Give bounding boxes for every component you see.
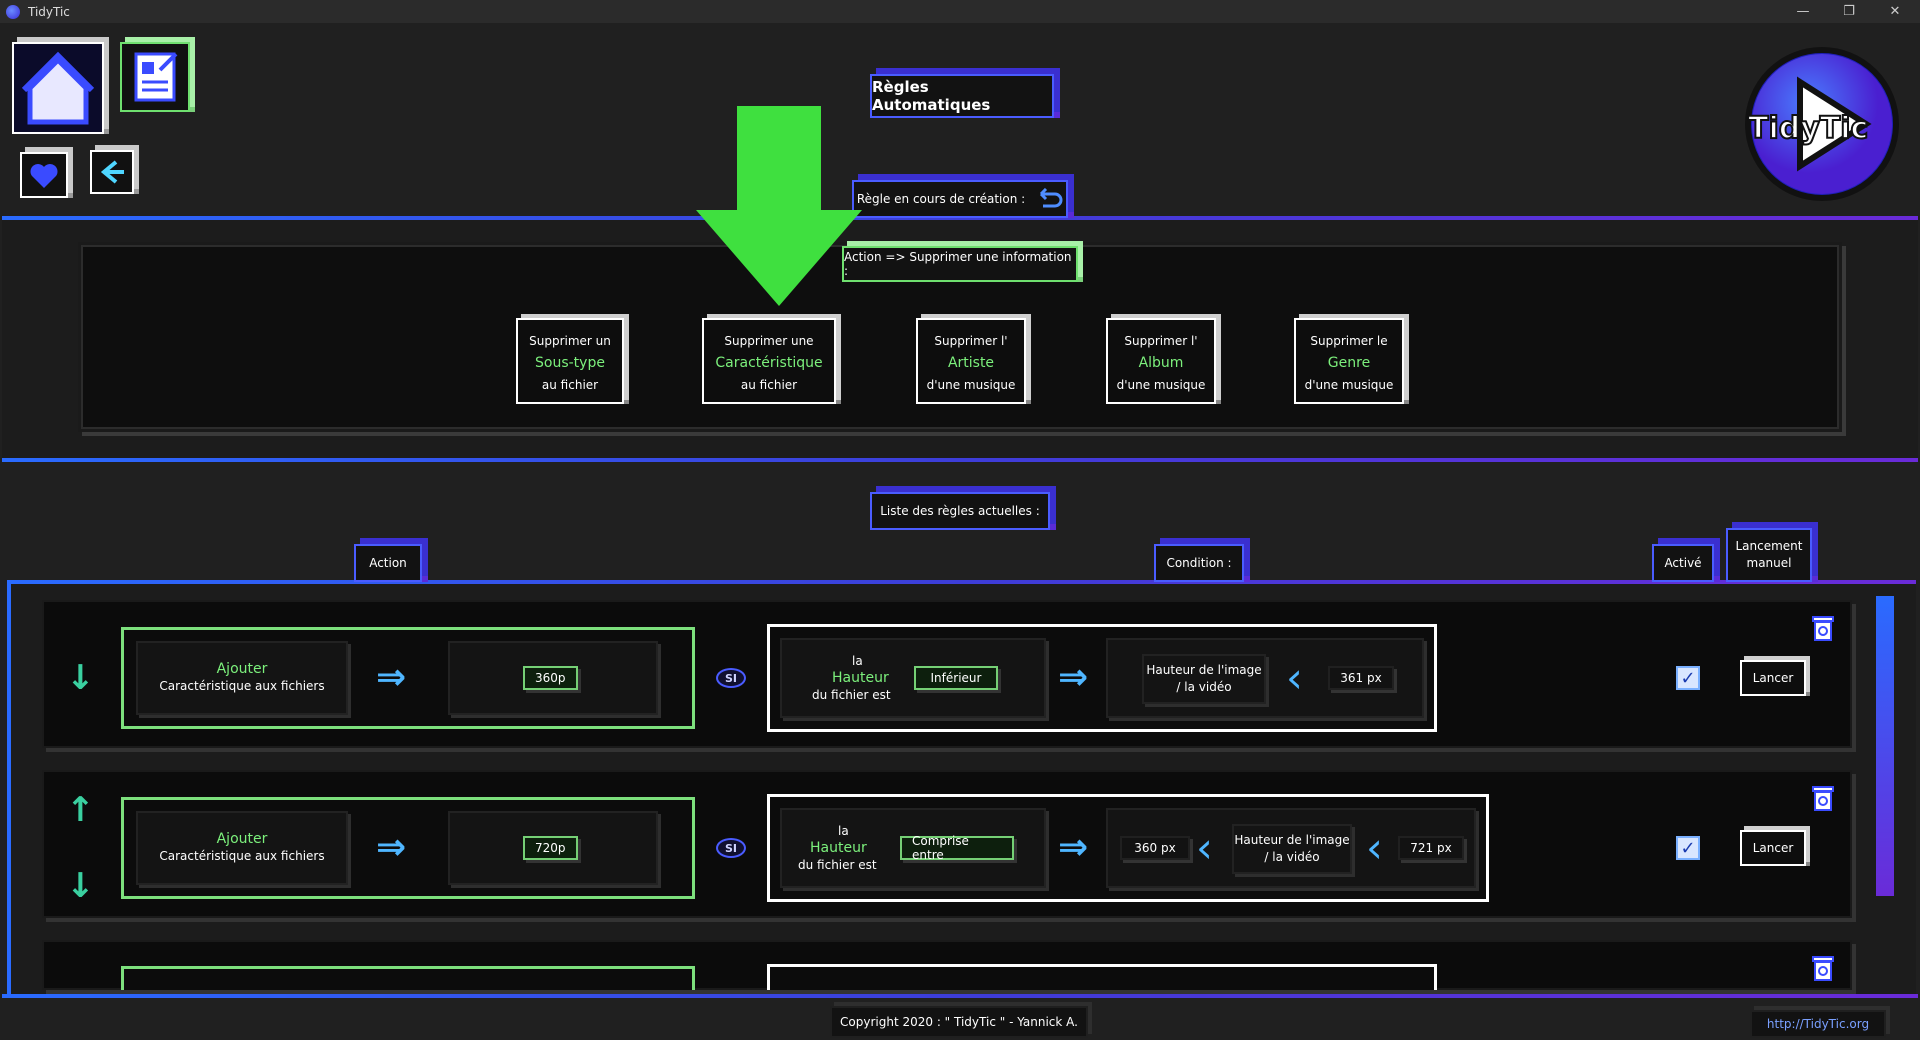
trash-icon[interactable] [1812, 784, 1834, 812]
choice-line3: d'une musique [1304, 378, 1394, 392]
choice-line3: d'une musique [1116, 378, 1206, 392]
column-active-header: Activé [1652, 544, 1714, 582]
condition-box [767, 964, 1437, 990]
choice-highlight: Album [1138, 355, 1184, 371]
target-label: Hauteur de l'image / la vidéo [1142, 654, 1266, 704]
choice-line3: au fichier [541, 378, 599, 392]
title-bar: TidyTic — ❐ ✕ [0, 0, 1920, 23]
scrollbar-thumb[interactable] [1876, 596, 1894, 896]
move-down-icon[interactable]: ↓ [66, 866, 95, 906]
back-button[interactable] [90, 150, 134, 194]
si-badge: SI [716, 668, 746, 688]
action-verb: Ajouter [216, 831, 268, 847]
favorites-button[interactable] [20, 152, 68, 198]
column-action-header: Action [354, 544, 422, 582]
bound-right-pill[interactable]: 361 px [1328, 666, 1394, 690]
move-down-icon[interactable]: ↓ [66, 658, 95, 698]
choice-genre-button[interactable]: Supprimer le Genre d'une musique [1294, 318, 1404, 404]
less-than-icon: ‹ [1196, 823, 1213, 872]
rule-in-progress-label: Règle en cours de création : [856, 192, 1026, 206]
maximize-button[interactable]: ❐ [1843, 4, 1855, 19]
condition-field[interactable]: la Hauteur du fichier est [780, 638, 1046, 718]
app-icon [6, 4, 20, 19]
choice-line1: Supprimer l' [934, 334, 1008, 348]
close-button[interactable]: ✕ [1889, 4, 1901, 19]
arrow-left-icon [100, 160, 124, 184]
cond-suffix: du fichier est [812, 687, 891, 702]
choice-line1: Supprimer un [529, 334, 611, 348]
section-title: Règles Automatiques [870, 74, 1054, 118]
less-than-icon: ‹ [1366, 823, 1383, 872]
move-up-icon[interactable]: ↑ [66, 790, 95, 830]
choice-line3: au fichier [740, 378, 798, 392]
double-arrow-right-icon: ⇒ [1058, 827, 1089, 868]
choice-album-button[interactable]: Supprimer l' Album d'une musique [1106, 318, 1216, 404]
action-verb: Ajouter [216, 661, 268, 677]
rules-document-icon [134, 52, 178, 102]
launch-button[interactable]: Lancer [1740, 660, 1806, 696]
website-link[interactable]: http://TidyTic.org [1750, 1010, 1886, 1038]
column-manual-header: Lancement manuel [1726, 528, 1812, 582]
choice-artiste-button[interactable]: Supprimer l' Artiste d'une musique [916, 318, 1026, 404]
action-description[interactable]: Ajouter Caractéristique aux fichiers [136, 641, 348, 715]
list-bottom-border [2, 994, 1918, 998]
value-pill: 360p [523, 666, 578, 690]
cond-prefix: la [838, 823, 849, 838]
undo-icon[interactable] [1035, 188, 1063, 210]
si-badge: SI [716, 838, 746, 858]
action-label-tag: Action => Supprimer une information : [842, 246, 1078, 282]
cond-field: Hauteur [832, 669, 889, 686]
action-description[interactable]: Ajouter Caractéristique aux fichiers [136, 811, 348, 885]
cond-suffix: du fichier est [798, 857, 877, 872]
choice-highlight: Artiste [947, 355, 995, 371]
choice-highlight: Sous-type [535, 355, 605, 371]
rules-editor-button[interactable] [120, 42, 190, 112]
active-checkbox[interactable]: ✓ [1676, 666, 1700, 690]
double-arrow-right-icon: ⇒ [376, 657, 407, 698]
target-label: Hauteur de l'image / la vidéo [1232, 824, 1352, 874]
minimize-button[interactable]: — [1796, 4, 1810, 19]
trash-icon[interactable] [1812, 954, 1834, 982]
cond-field: Hauteur [810, 839, 867, 856]
green-down-arrow-icon [696, 106, 862, 306]
choice-line3: d'une musique [926, 378, 1016, 392]
bound-right-pill[interactable]: 721 px [1398, 836, 1464, 860]
operator-pill[interactable]: Comprise entre [900, 834, 1014, 862]
window-title: TidyTic [28, 4, 70, 19]
column-condition-header: Condition : [1154, 544, 1244, 582]
double-arrow-right-icon: ⇒ [376, 827, 407, 868]
less-than-icon: ‹ [1286, 653, 1303, 702]
choice-line1: Supprimer l' [1124, 334, 1198, 348]
action-desc: Caractéristique aux fichiers [159, 679, 325, 693]
copyright-text: Copyright 2020 : " TidyTic " - Yannick A… [830, 1006, 1088, 1038]
double-arrow-right-icon: ⇒ [1058, 657, 1089, 698]
operator-pill[interactable]: Inférieur [914, 666, 998, 690]
action-box [121, 966, 695, 990]
value-pill: 720p [523, 836, 578, 860]
tidytic-logo: TidyTic [1742, 42, 1900, 202]
bound-left-pill[interactable]: 360 px [1120, 836, 1190, 860]
home-icon [21, 51, 95, 125]
active-checkbox[interactable]: ✓ [1676, 836, 1700, 860]
rules-list-title: Liste des règles actuelles : [870, 492, 1050, 530]
home-button[interactable] [12, 42, 104, 134]
action-desc: Caractéristique aux fichiers [159, 849, 325, 863]
svg-text:TidyTic: TidyTic [1748, 111, 1868, 146]
rule-in-progress-tag: Règle en cours de création : [852, 180, 1068, 218]
choice-line1: Supprimer une [724, 334, 814, 348]
choice-caracteristique-button[interactable]: Supprimer une Caractéristique au fichier [702, 318, 836, 404]
choice-highlight: Caractéristique [715, 355, 823, 371]
choice-sous-type-button[interactable]: Supprimer un Sous-type au fichier [516, 318, 624, 404]
choice-line1: Supprimer le [1310, 334, 1388, 348]
choice-highlight: Genre [1327, 355, 1371, 371]
launch-button[interactable]: Lancer [1740, 830, 1806, 866]
trash-icon[interactable] [1812, 614, 1834, 642]
cond-prefix: la [852, 653, 863, 668]
heart-icon [30, 164, 58, 188]
